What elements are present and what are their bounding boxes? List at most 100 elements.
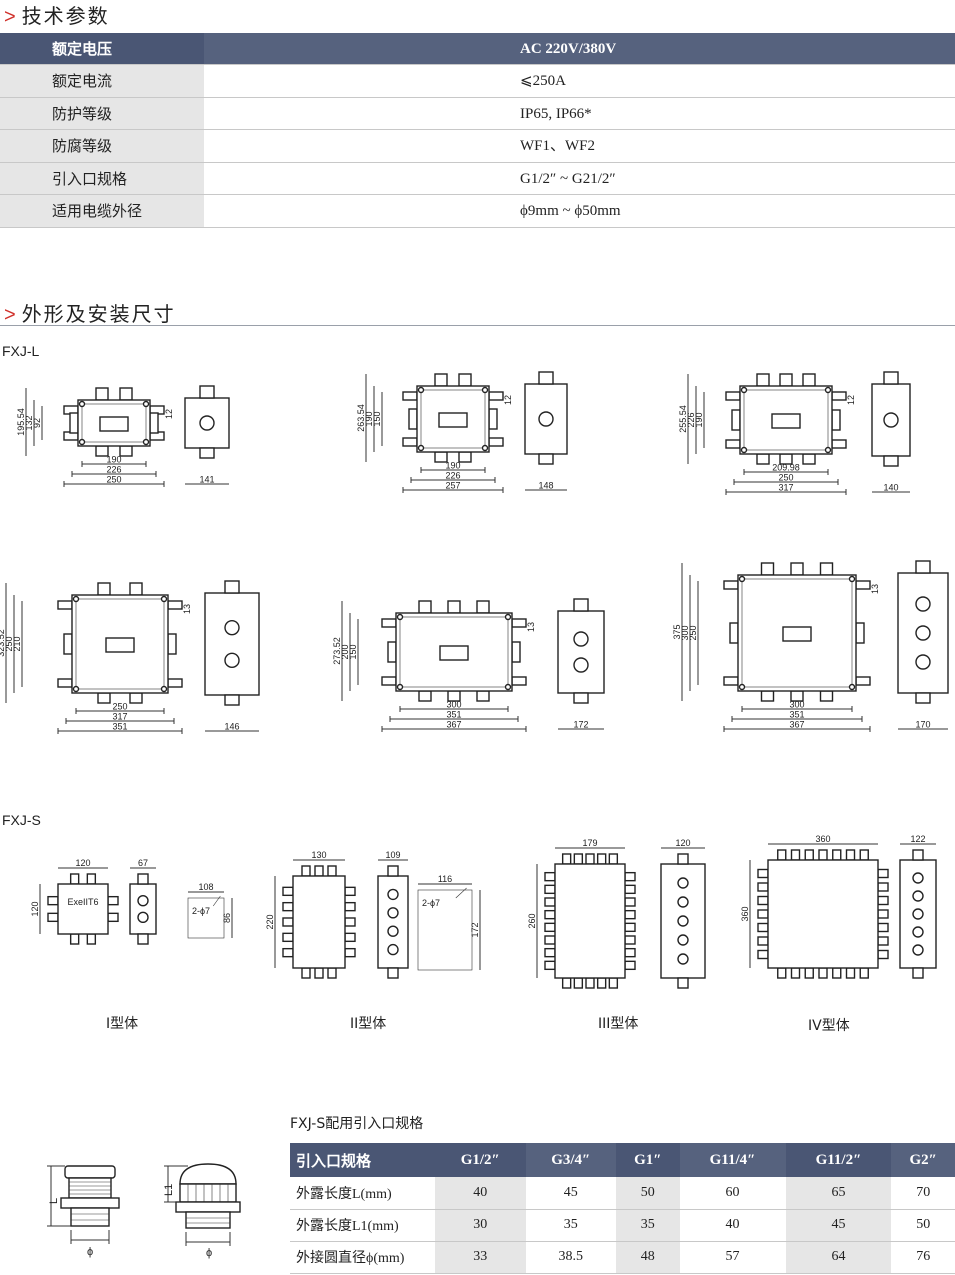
cable-gland	[608, 853, 619, 865]
entry-port	[387, 943, 399, 956]
nameplate	[771, 413, 801, 429]
cable-gland	[757, 868, 769, 879]
lid-screw	[481, 386, 489, 394]
lid-screw	[738, 575, 746, 583]
entry-port	[912, 872, 924, 884]
spec-row: 引入口规格 G1/2″ ~ G21/2″	[0, 162, 955, 195]
enclosure-lid	[399, 616, 509, 688]
enclosure-front	[767, 859, 879, 969]
dimension-label: 250	[688, 625, 698, 640]
cable-gland	[199, 447, 215, 459]
dimension-label: 360	[740, 906, 750, 921]
enclosure-front	[57, 883, 109, 935]
nameplate	[438, 412, 468, 428]
lid-screw	[78, 438, 86, 446]
cable-gland	[327, 865, 337, 877]
dimension-label: 148	[538, 481, 553, 491]
cable-gland	[777, 849, 787, 861]
entry-port	[538, 411, 554, 427]
cable-gland	[596, 977, 607, 989]
mounting-ear	[725, 391, 741, 401]
entry-port	[912, 890, 924, 902]
gland-cap	[64, 1165, 116, 1179]
cable-gland	[859, 849, 869, 861]
cable-gland	[199, 385, 215, 399]
dimension-label: 250	[106, 475, 121, 485]
dimension-label: 108	[198, 882, 213, 892]
lid-screw	[504, 613, 512, 621]
enclosure-lid	[741, 578, 853, 688]
cable-gland	[418, 600, 432, 614]
mounting-ear	[381, 676, 397, 686]
dimension-label: 257	[445, 481, 460, 491]
gland-thread	[185, 1211, 231, 1229]
gland-row-label: 外露长度L(mm)	[290, 1177, 435, 1210]
enclosure-lid	[743, 389, 829, 451]
cable-gland	[344, 886, 356, 897]
cable-gland	[608, 977, 619, 989]
dimension-label: 12	[846, 395, 856, 405]
cable-gland	[282, 886, 294, 897]
cable-gland	[883, 371, 899, 385]
spec-key: 额定电流	[0, 65, 204, 97]
dimension-label: 367	[446, 720, 461, 730]
cable-gland	[387, 641, 397, 663]
cable-gland	[818, 967, 828, 979]
cable-gland	[790, 849, 801, 861]
entry-port	[912, 944, 924, 956]
gland-body	[68, 1177, 112, 1199]
lid-screw	[417, 444, 425, 452]
cable-gland	[418, 690, 432, 702]
cable-gland-drawing-l1: L1 ϕ	[163, 1163, 241, 1259]
fxj-s-caption: IV型体	[808, 1018, 850, 1034]
cable-gland	[624, 947, 636, 958]
entry-port	[915, 625, 931, 641]
cable-gland	[845, 849, 856, 861]
lid-screw	[396, 683, 404, 691]
dimension-label: 300	[446, 700, 461, 710]
section-marker: >	[4, 6, 18, 28]
cable-gland	[408, 408, 418, 430]
enclosure-side	[557, 610, 605, 694]
cable-gland	[314, 967, 324, 979]
cable-gland	[819, 562, 834, 576]
cable-gland	[544, 897, 556, 907]
gland-cell: 57	[679, 1241, 786, 1274]
cable-gland	[561, 977, 572, 989]
entry-port	[912, 926, 924, 938]
cable-gland	[596, 853, 607, 865]
gland-dim-phi: ϕ	[87, 1246, 93, 1258]
cable-gland	[344, 917, 356, 927]
mounting-ear	[723, 580, 739, 590]
enclosure-front	[292, 875, 346, 969]
mounting-ear	[488, 437, 504, 447]
entry-port	[915, 596, 931, 612]
cable-gland	[282, 947, 294, 958]
cable-gland	[757, 895, 769, 906]
cable-gland	[107, 895, 119, 906]
dimension-label: 323.52	[0, 629, 6, 657]
table-row: 外露长度L(mm) 40 45 50 60 65 70	[290, 1177, 955, 1210]
lid-screw	[396, 613, 404, 621]
entry-port	[224, 652, 240, 669]
cable-gland	[69, 933, 80, 945]
lid-screw	[740, 386, 748, 394]
gland-cell: 50	[616, 1177, 680, 1210]
table-row: 外接圆直径ϕ(mm) 33 38.5 48 57 64 76	[290, 1241, 955, 1274]
drawing-line	[455, 887, 467, 899]
cable-gland	[845, 967, 856, 979]
cable-gland	[790, 967, 801, 979]
cable-gland	[314, 865, 324, 877]
mounting-ear	[402, 391, 418, 401]
dimension-label: 250	[112, 702, 127, 712]
cable-gland	[458, 373, 472, 387]
cable-gland	[119, 387, 133, 401]
cable-gland	[544, 884, 556, 895]
cable-gland	[97, 692, 111, 704]
cable-gland	[488, 408, 498, 430]
dimension-label: 190	[445, 461, 460, 471]
cable-gland	[677, 977, 689, 989]
